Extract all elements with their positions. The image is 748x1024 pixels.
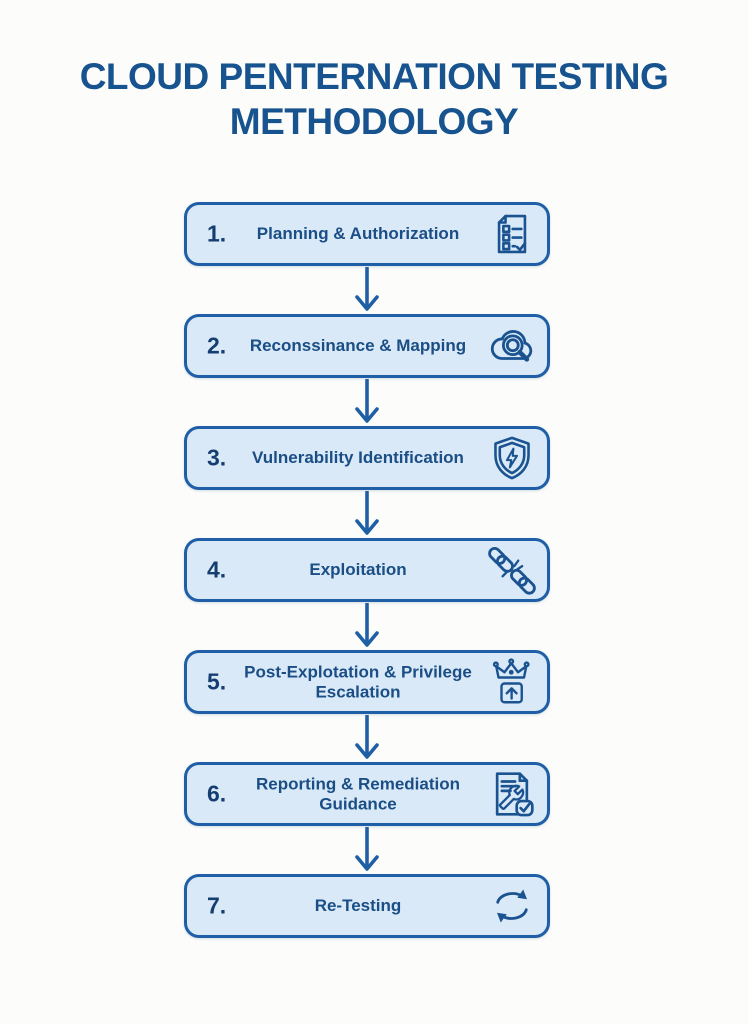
step-label: Re-Testing (314, 896, 402, 916)
arrow-down-connector (184, 602, 550, 650)
arrow-down-connector (184, 378, 550, 426)
step-box-5: 5. Post-Explotation & Privilege Escalati… (184, 650, 550, 714)
step-number: 3. (207, 444, 227, 471)
arrow-down-connector (184, 266, 550, 314)
refresh-arrows-icon (485, 877, 539, 935)
crown-upgrade-icon (485, 653, 539, 711)
checklist-document-icon (485, 205, 539, 263)
step-box-2: 2. Reconssinance & Mapping (184, 314, 550, 378)
report-wrench-icon (485, 765, 539, 823)
cloud-search-icon (485, 317, 539, 375)
step-number: 2. (207, 332, 227, 359)
step-label: Exploitation (309, 560, 407, 580)
step-label: Reporting & Remediation Guidance (255, 774, 460, 813)
step-label: Vulnerability Identification (252, 448, 464, 468)
step-box-1: 1. Planning & Authorization (184, 202, 550, 266)
step-box-4: 4. Exploitation (184, 538, 550, 602)
step-number: 6. (207, 780, 227, 807)
shield-bolt-icon (485, 429, 539, 487)
step-number: 1. (207, 220, 227, 247)
step-box-6: 6. Reporting & Remediation Guidance (184, 762, 550, 826)
step-label: Planning & Authorization (256, 224, 460, 244)
broken-chain-icon (485, 541, 539, 599)
step-label: Post-Explotation & Privilege Escalation (244, 662, 472, 701)
page-title: CLOUD PENTERNATION TESTING METHODOLOGY (79, 56, 669, 143)
arrow-down-connector (184, 714, 550, 762)
methodology-flow: 1. Planning & Authorization 2. Reconssin… (184, 202, 550, 938)
step-number: 7. (207, 892, 227, 919)
step-box-7: 7. Re-Testing (184, 874, 550, 938)
step-label: Reconssinance & Mapping (249, 336, 467, 356)
arrow-down-connector (184, 826, 550, 874)
step-box-3: 3. Vulnerability Identification (184, 426, 550, 490)
step-number: 5. (207, 668, 227, 695)
arrow-down-connector (184, 490, 550, 538)
step-number: 4. (207, 556, 227, 583)
